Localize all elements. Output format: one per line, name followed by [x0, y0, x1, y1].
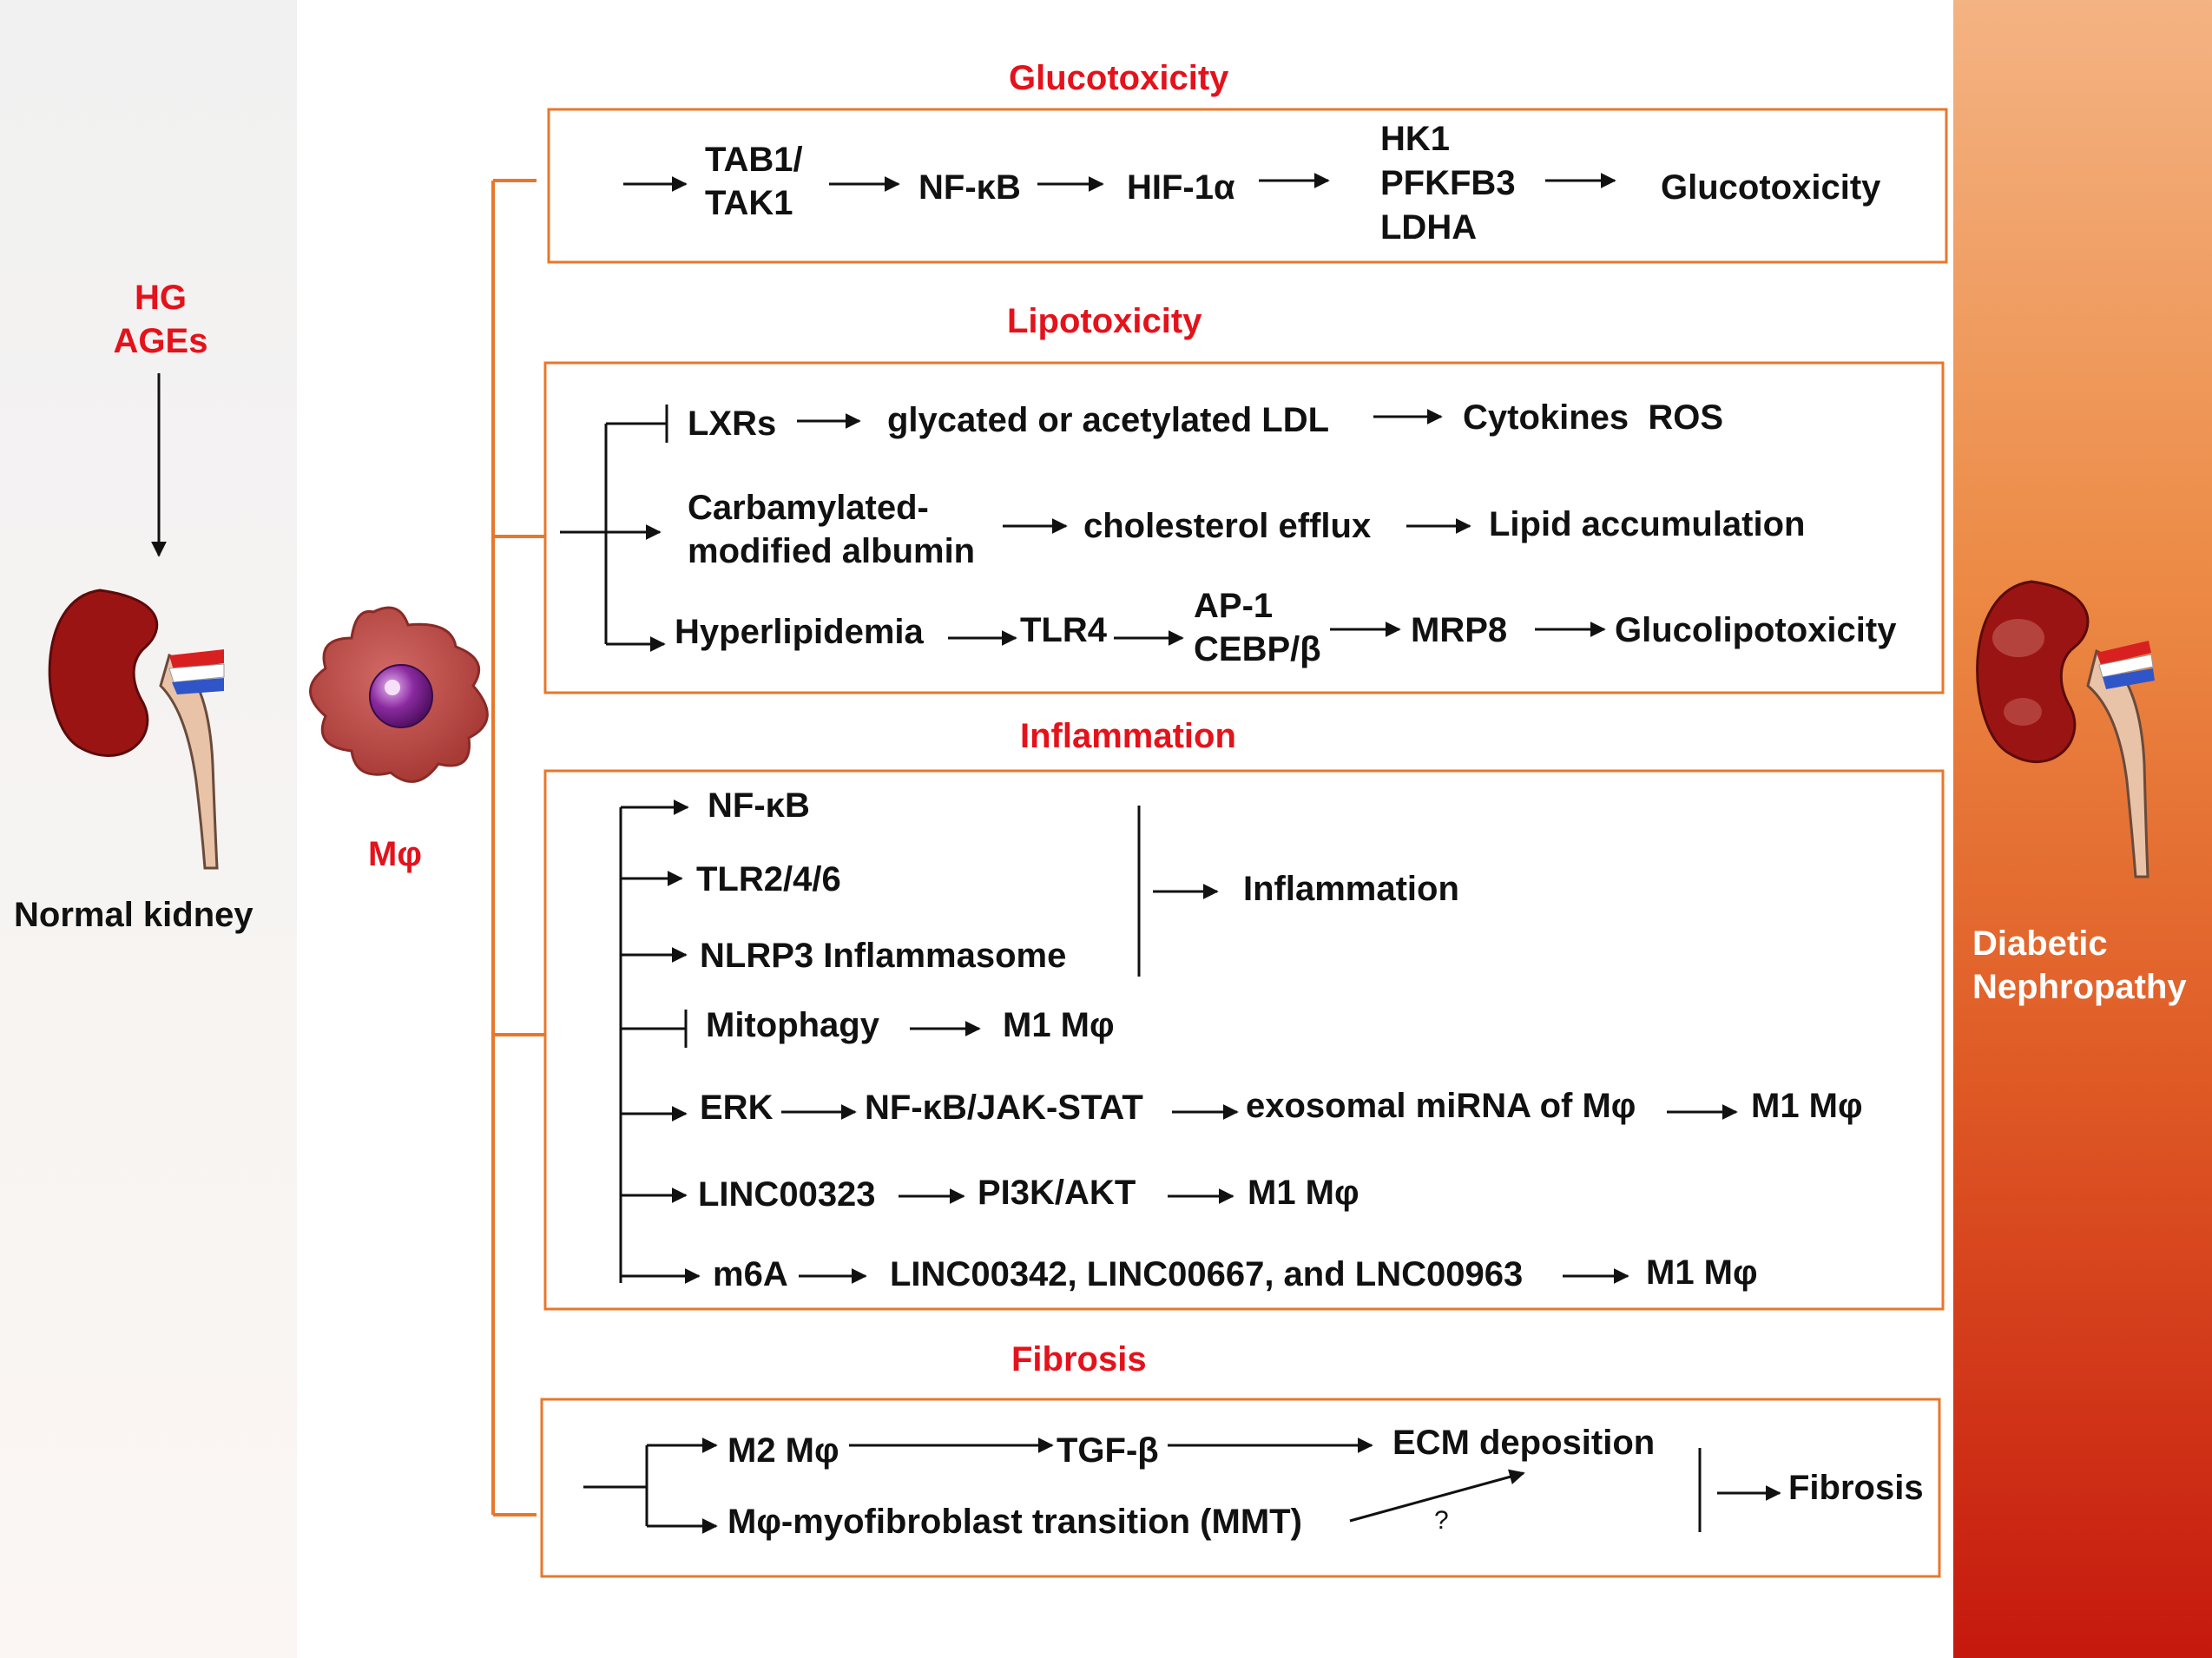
node-m1-a: M1 Mφ	[1003, 1006, 1115, 1044]
node-m1-d: M1 Mφ	[1646, 1253, 1758, 1292]
node-ecm: ECM deposition	[1392, 1424, 1656, 1462]
node-m6a: m6A	[713, 1255, 788, 1293]
node-lxrs: LXRs	[688, 405, 777, 443]
question-mark: ?	[1434, 1506, 1449, 1535]
node-lipid-accumulation: Lipid accumulation	[1489, 505, 1806, 543]
node-tgfb: TGF-β	[1057, 1431, 1159, 1470]
node-m1-c: M1 Mφ	[1248, 1174, 1359, 1212]
node-tlr4: TLR4	[1020, 611, 1107, 649]
left-panel	[0, 0, 297, 1658]
node-nfkb-infl: NF-κB	[708, 786, 810, 825]
fibrosis-box	[540, 1398, 1941, 1578]
lipotoxicity-box	[543, 361, 1945, 694]
glucotoxicity-title: Glucotoxicity	[1009, 59, 1229, 97]
node-erk: ERK	[700, 1089, 774, 1127]
normal-kidney-icon	[48, 589, 225, 870]
node-glucolipotoxicity: Glucolipotoxicity	[1615, 611, 1897, 649]
node-ldl: glycated or acetylated LDL	[887, 401, 1330, 439]
node-cholesterol-efflux: cholesterol efflux	[1083, 507, 1372, 545]
fibrosis-title: Fibrosis	[1011, 1340, 1147, 1378]
diabetic-nephropathy-label: Diabetic Nephropathy	[1972, 924, 2187, 1006]
node-cytokines-ros: Cytokines ROS	[1463, 398, 1724, 437]
node-mrp8: MRP8	[1411, 611, 1508, 649]
normal-kidney-label: Normal kidney	[14, 896, 253, 934]
macrophage-icon	[309, 606, 489, 783]
inflammation-title: Inflammation	[1020, 717, 1236, 755]
node-pi3k-akt: PI3K/AKT	[978, 1174, 1136, 1212]
node-mmt: Mφ-myofibroblast transition (MMT)	[727, 1503, 1302, 1541]
node-glucotoxicity: Glucotoxicity	[1661, 168, 1881, 207]
glucotoxicity-box	[547, 108, 1948, 264]
node-fibrosis: Fibrosis	[1788, 1469, 1924, 1507]
node-tab1-tak1: TAB1/ TAK1	[705, 141, 803, 222]
node-ap1-cebp: AP-1 CEBP/β	[1194, 587, 1321, 668]
dn-panel	[1953, 0, 2212, 1658]
bracket	[491, 179, 545, 1517]
macrophage-label: Mφ	[368, 835, 422, 873]
lipotoxicity-title: Lipotoxicity	[1007, 302, 1202, 340]
node-m1-b: M1 Mφ	[1751, 1087, 1863, 1125]
stimulus-label: HG AGEs	[113, 279, 208, 360]
node-nfkb: NF-κB	[918, 168, 1021, 207]
node-mitophagy: Mitophagy	[706, 1006, 879, 1044]
node-m2: M2 Mφ	[727, 1431, 839, 1470]
node-glycolytic-enzymes: HK1 PFKFB3 LDHA	[1380, 120, 1516, 247]
node-lincrnas: LINC00342, LINC00667, and LNC00963	[890, 1255, 1524, 1293]
node-albumin: Carbamylated- modified albumin	[688, 489, 976, 570]
node-exosomal-mirna: exosomal miRNA of Mφ	[1246, 1087, 1636, 1125]
node-tlr246: TLR2/4/6	[696, 860, 841, 898]
inflammation-box	[543, 769, 1945, 1311]
diabetic-kidney-icon	[1976, 580, 2155, 878]
node-inflammation: Inflammation	[1243, 870, 1459, 908]
node-hyperlipidemia: Hyperlipidemia	[675, 613, 924, 651]
node-linc00323: LINC00323	[698, 1175, 876, 1214]
node-nlrp3: NLRP3 Inflammasome	[700, 937, 1067, 975]
node-nfkb-jak-stat: NF-κB/JAK-STAT	[865, 1089, 1143, 1127]
node-hif1a: HIF-1α	[1127, 168, 1235, 207]
